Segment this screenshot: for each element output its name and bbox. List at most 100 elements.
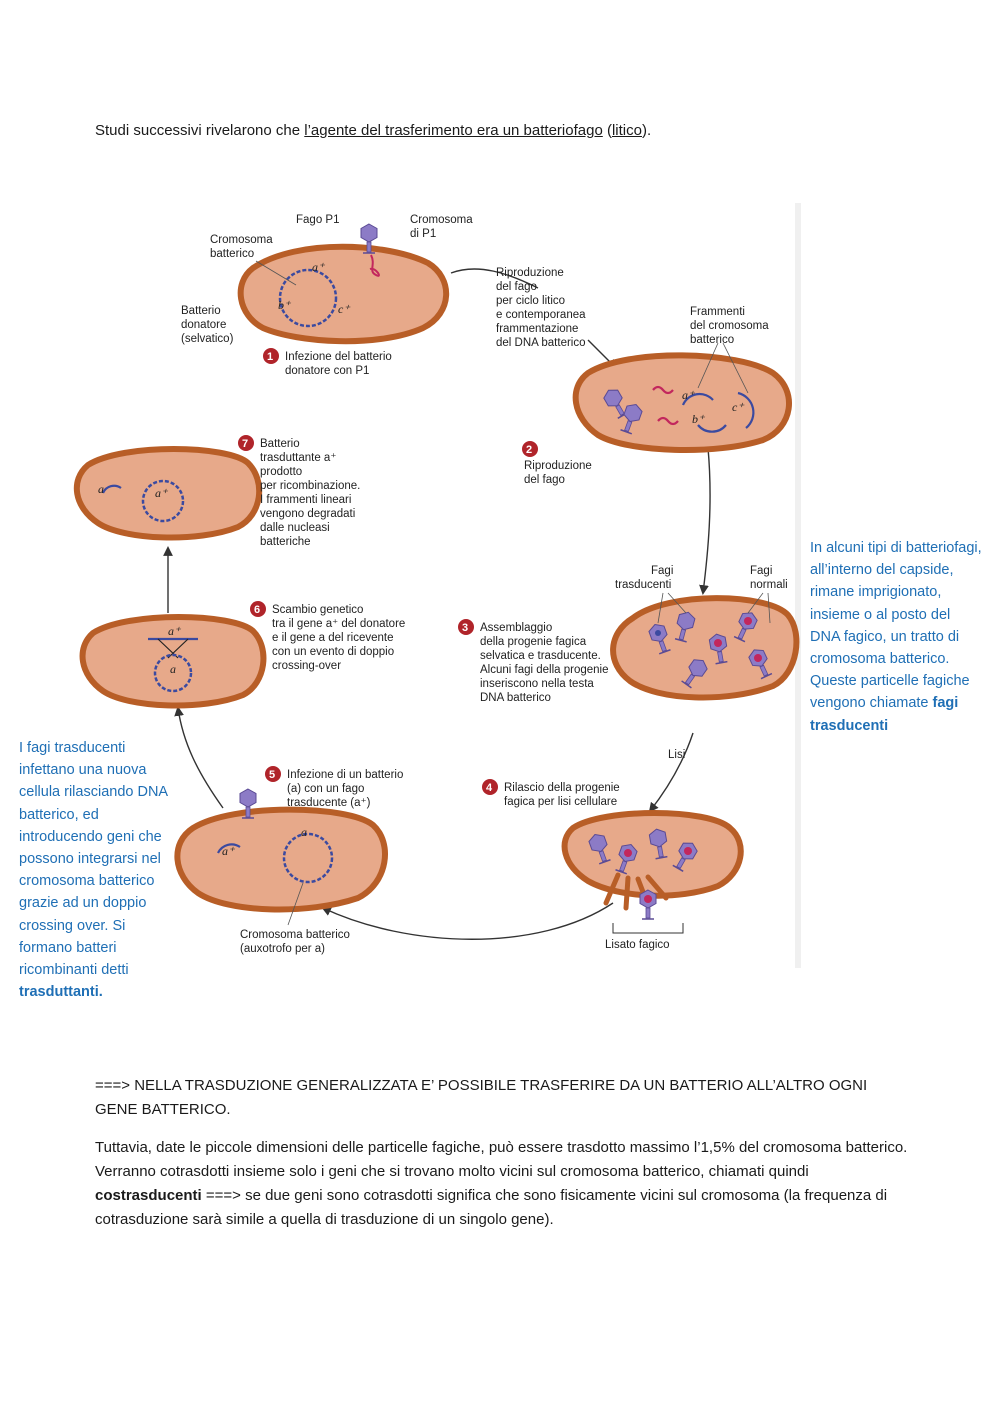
label-cromosoma-auxotrofo-1: Cromosoma batterico bbox=[240, 929, 350, 941]
transduction-figure: a⁺ b⁺ c⁺ Fago P1 Cromosoma di P1 Cromoso… bbox=[58, 203, 801, 968]
step-7-line-7: dalle nucleasi bbox=[260, 522, 330, 534]
phage-dna-icon bbox=[652, 385, 674, 395]
gene-a-plus-5: a⁺ bbox=[155, 486, 169, 500]
injected-fragment-icon bbox=[217, 843, 241, 854]
svg-text:6: 6 bbox=[254, 604, 260, 616]
chromosome-fragment-icon bbox=[681, 392, 714, 406]
step-3-line-4: Alcuni fagi della progenie bbox=[480, 664, 609, 676]
step-3-line-5: inseriscono nella testa bbox=[480, 678, 594, 690]
svg-text:4: 4 bbox=[486, 782, 493, 794]
gene-a-2: a bbox=[170, 662, 176, 676]
label-riproduzione-3: per ciclo litico bbox=[496, 295, 565, 307]
intro-litico-underlined: litico bbox=[611, 122, 642, 139]
conclusion-paragraph: ===> NELLA TRASDUZIONE GENERALIZZATA E’ … bbox=[95, 1077, 868, 1118]
label-fagi-normali-1: Fagi bbox=[750, 565, 772, 577]
arrow-2-to-3 bbox=[699, 447, 711, 595]
label-cromosoma-auxotrofo-2: (auxotrofo per a) bbox=[240, 943, 325, 955]
arrow-4-to-5 bbox=[321, 902, 614, 940]
crossover-bacterium bbox=[79, 614, 267, 709]
label-cromosoma-p1-2: di P1 bbox=[410, 228, 436, 240]
gene-a-3: a bbox=[98, 482, 104, 496]
step-7-line-3: prodotto bbox=[260, 466, 302, 478]
step-7-line-1: Batterio bbox=[260, 438, 300, 450]
svg-text:7: 7 bbox=[242, 438, 248, 450]
label-frammenti-2: del cromosoma bbox=[690, 320, 769, 332]
step-6-line-1: Scambio genetico bbox=[272, 604, 363, 616]
recipient-chromosome bbox=[282, 832, 334, 884]
side-note-left-bold: trasduttanti. bbox=[19, 984, 103, 1001]
step-6-line-3: e il gene a del ricevente bbox=[272, 632, 393, 644]
gene-c-plus-1: c⁺ bbox=[338, 302, 351, 316]
gene-a-1: a bbox=[301, 825, 307, 839]
label-riproduzione-2: del fago bbox=[496, 281, 537, 293]
side-note-left-text: I fagi trasducenti infettano una nuova c… bbox=[19, 740, 168, 979]
side-note-right: In alcuni tipi di batteriofagi, all’inte… bbox=[810, 537, 982, 737]
step-7-line-4: per ricombinazione. bbox=[260, 480, 360, 492]
explanation-text-end: ===> se due geni sono cotrasdotti signif… bbox=[95, 1187, 888, 1228]
label-riproduzione-5: frammentazione bbox=[496, 323, 578, 335]
step-2-badge: 2 bbox=[522, 441, 538, 457]
step-6-line-2: tra il gene a⁺ del donatore bbox=[272, 618, 405, 630]
label-frammenti-1: Frammenti bbox=[690, 306, 745, 318]
step-5-badge: 5 bbox=[265, 766, 281, 782]
step-1-badge: 1 bbox=[263, 348, 279, 364]
step-6-line-5: crossing-over bbox=[272, 660, 341, 672]
donor-chromosome bbox=[278, 268, 338, 328]
step-2-line-1: Riproduzione bbox=[524, 460, 592, 472]
side-note-left: I fagi trasducenti infettano una nuova c… bbox=[19, 737, 179, 1003]
gene-a-plus-4: a⁺ bbox=[168, 624, 182, 638]
step-3-line-1: Assemblaggio bbox=[480, 622, 552, 634]
step-3-badge: 3 bbox=[458, 619, 474, 635]
label-cromosoma-batterico-2: batterico bbox=[210, 248, 254, 260]
intro-paragraph: Studi successivi rivelarono che l’agente… bbox=[95, 120, 915, 142]
gene-a-plus-2: a⁺ bbox=[682, 388, 696, 402]
assembly-bacterium bbox=[610, 595, 800, 701]
recombinant-chromosome bbox=[141, 479, 185, 523]
gene-a-plus-1: a⁺ bbox=[312, 260, 326, 274]
step-7-line-5: I frammenti lineari bbox=[260, 494, 351, 506]
figure-edge bbox=[795, 203, 801, 968]
svg-text:1: 1 bbox=[267, 351, 273, 363]
intro-agent-underlined: l’agente del trasferimento era un batter… bbox=[304, 122, 603, 139]
step-1-line-2: donatore con P1 bbox=[285, 365, 369, 377]
label-lisato-fagico: Lisato fagico bbox=[605, 939, 670, 951]
label-cromosoma-p1-1: Cromosoma bbox=[410, 214, 473, 226]
label-cromosoma-batterico-1: Cromosoma bbox=[210, 234, 273, 246]
intro-text-start: Studi successivi rivelarono che bbox=[95, 122, 305, 139]
label-fagi-trasducenti-2: trasducenti bbox=[615, 579, 671, 591]
recipient-chromosome bbox=[153, 653, 193, 693]
step-5-line-1: Infezione di un batterio bbox=[287, 769, 403, 781]
label-fagi-normali-2: normali bbox=[750, 579, 788, 591]
infected-bacterium bbox=[572, 352, 792, 453]
label-donatore-1: Batterio bbox=[181, 305, 221, 317]
step-4-badge: 4 bbox=[482, 779, 498, 795]
step-7-line-2: trasduttante a⁺ bbox=[260, 452, 336, 464]
svg-text:5: 5 bbox=[269, 769, 275, 781]
step-3-line-2: della progenie fagica bbox=[480, 636, 587, 648]
phage-dna-icon bbox=[657, 416, 679, 426]
arrow-5-to-6 bbox=[174, 706, 224, 809]
step-4-line-1: Rilascio della progenie bbox=[504, 782, 620, 794]
intro-text-middle: ( bbox=[602, 122, 612, 139]
step-6-badge: 6 bbox=[250, 601, 266, 617]
degraded-fragment-icon bbox=[101, 484, 122, 494]
label-donatore-3: (selvatico) bbox=[181, 333, 234, 345]
gene-a-plus-3: a⁺ bbox=[222, 844, 236, 858]
step-3-line-6: DNA batterico bbox=[480, 692, 551, 704]
side-note-right-text: In alcuni tipi di batteriofagi, all’inte… bbox=[810, 540, 982, 712]
p1-dna-icon bbox=[369, 254, 380, 277]
explanation-bold-term: costrasducenti bbox=[95, 1187, 202, 1204]
lysed-bacterium bbox=[561, 810, 744, 920]
gene-c-plus-2: c⁺ bbox=[732, 400, 745, 414]
label-riproduzione-6: del DNA batterico bbox=[496, 337, 586, 349]
arrow-3-to-4 bbox=[648, 732, 694, 813]
step-3-line-3: selvatica e trasducente. bbox=[480, 650, 601, 662]
label-riproduzione-4: e contemporanea bbox=[496, 309, 586, 321]
explanation-text-start: Tuttavia, date le piccole dimensioni del… bbox=[95, 1139, 908, 1180]
donor-bacterium bbox=[237, 223, 450, 345]
svg-text:3: 3 bbox=[462, 622, 468, 634]
arrow-1-to-2 bbox=[450, 268, 539, 289]
transductant-bacterium bbox=[73, 446, 263, 541]
label-riproduzione-1: Riproduzione bbox=[496, 267, 564, 279]
gene-b-plus-1: b⁺ bbox=[278, 298, 292, 312]
